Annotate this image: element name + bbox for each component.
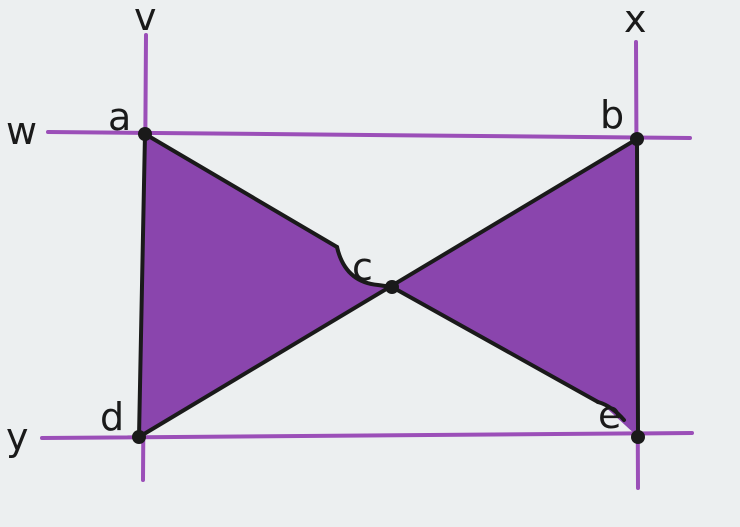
segment-a-d <box>137 132 147 439</box>
line-y <box>40 431 694 440</box>
label-line-w: w <box>6 109 37 153</box>
segment-e-curve <box>596 400 626 422</box>
segment-b-e <box>635 137 640 439</box>
label-point-c: c <box>352 245 373 289</box>
right-triangle <box>392 139 638 437</box>
label-line-x: x <box>624 0 647 41</box>
segment-a-c <box>143 132 339 249</box>
label-line-v: v <box>134 0 157 39</box>
left-triangle <box>139 134 392 437</box>
point-a <box>138 127 152 141</box>
point-d <box>132 430 146 444</box>
label-point-a: a <box>108 95 131 139</box>
point-e <box>631 430 645 444</box>
point-b <box>630 132 644 146</box>
segment-c-curve <box>335 245 394 289</box>
line-w <box>46 130 692 140</box>
label-line-y: y <box>6 415 29 459</box>
point-c <box>385 280 399 294</box>
label-point-e: e <box>598 393 621 437</box>
segment-c-e <box>390 285 600 404</box>
label-point-b: b <box>600 93 624 137</box>
label-point-d: d <box>100 395 124 439</box>
